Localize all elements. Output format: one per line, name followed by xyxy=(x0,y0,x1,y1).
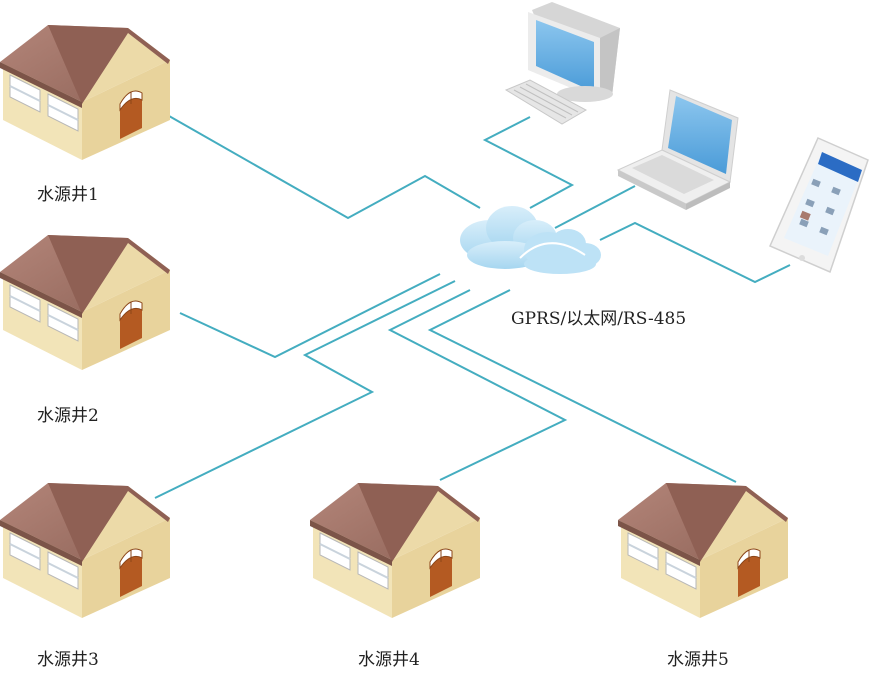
link-well-3 xyxy=(154,280,456,499)
well-label-1: 水源井1 xyxy=(37,185,99,205)
smartphone-icon xyxy=(769,137,869,274)
connection-lines xyxy=(147,103,791,499)
link-desktop xyxy=(482,116,575,209)
house-icon-well-4 xyxy=(309,482,481,619)
link-laptop xyxy=(554,185,636,229)
well-label-2: 水源井2 xyxy=(37,406,99,426)
link-well-1 xyxy=(147,103,481,220)
well-label-4: 水源井4 xyxy=(358,650,420,670)
desktop-computer-icon xyxy=(504,2,620,125)
link-well-2 xyxy=(179,273,441,359)
house-icon-well-2 xyxy=(0,234,171,371)
link-well-4 xyxy=(387,289,568,481)
house-icon-well-1 xyxy=(0,24,171,161)
link-well-5 xyxy=(427,289,737,483)
laptop-icon xyxy=(616,89,739,210)
link-phone xyxy=(599,221,791,284)
well-label-5: 水源井5 xyxy=(667,650,729,670)
cloud-icon xyxy=(460,206,601,274)
network-label: GPRS/以太网/RS-485 xyxy=(511,309,687,329)
well-label-3: 水源井3 xyxy=(37,650,99,670)
house-icon-well-3 xyxy=(0,482,171,619)
house-icon-well-5 xyxy=(617,482,789,619)
